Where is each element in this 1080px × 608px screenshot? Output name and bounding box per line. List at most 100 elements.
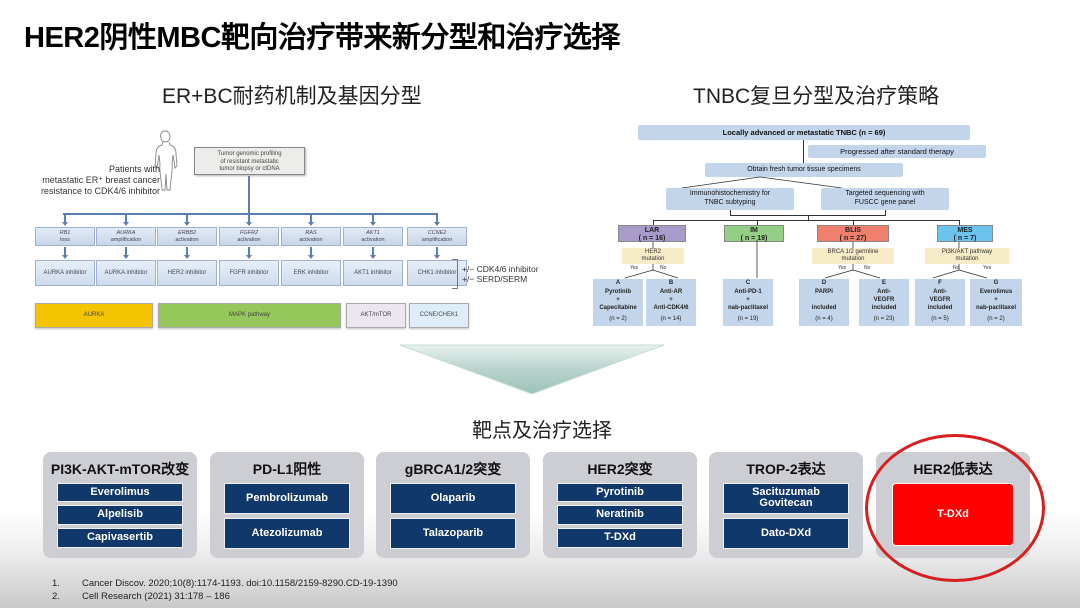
drug-button[interactable]: Neratinib: [557, 505, 683, 525]
arm-letter: A: [615, 280, 621, 286]
no-label: No: [953, 265, 960, 271]
connector-line: [248, 214, 250, 223]
connector-line: [757, 220, 758, 225]
connector-line: [653, 220, 654, 225]
connector-line: [310, 214, 312, 223]
gene-name: FGFR2: [239, 230, 259, 236]
arrow-head: [308, 255, 314, 259]
highlight-circle: [865, 434, 1045, 582]
combination-note: +/− CDK4/6 inhibitor +/− SERD/SERM: [462, 264, 539, 284]
drug-button[interactable]: Capivasertib: [57, 528, 183, 548]
arm-drug-line: [799, 296, 849, 304]
arm-drug-line: nab-paclitaxel: [727, 305, 768, 311]
woman-figure-icon: [154, 130, 178, 191]
gene-name: CCNE2: [427, 230, 447, 236]
arrow-head: [308, 222, 314, 226]
arrow-head: [123, 222, 129, 226]
connector-line: [372, 214, 374, 223]
arm-drug-line: VEGFR: [929, 297, 951, 303]
arm-drug-line: VEGFR: [873, 297, 895, 303]
arm-drug-line: +: [616, 297, 620, 303]
gene-name: ERBB2: [177, 230, 197, 236]
brca-mutation-box: BRCA 1/2 germline mutation: [812, 248, 894, 264]
drug-button[interactable]: Sacituzumab Govitecan: [723, 483, 849, 514]
connector-line: [248, 247, 250, 256]
arrow-head: [184, 222, 190, 226]
arm-drug-line: Pyrotinib: [604, 289, 631, 295]
drug-button[interactable]: Atezolizumab: [224, 518, 350, 549]
connector-line: [125, 214, 127, 223]
subtype-name: MES: [957, 227, 973, 234]
arrow-head: [434, 255, 440, 259]
arrow-head: [184, 255, 190, 259]
connector-line: [248, 176, 250, 214]
arm-drug-line: Anti-AR: [659, 289, 683, 295]
arm-drug-line: PARPi: [815, 289, 833, 295]
arm-drug-line: included: [811, 305, 837, 311]
drug-button[interactable]: Pembrolizumab: [224, 483, 350, 514]
connector-line: [372, 247, 374, 256]
pathway-aurka: AURKA: [35, 303, 153, 328]
arm-letter: B: [668, 280, 674, 286]
drug-button[interactable]: Dato-DXd: [723, 518, 849, 549]
progressed-box: Progressed after standard therapy: [808, 145, 986, 158]
subtype-count: ( n = 27): [839, 234, 867, 242]
card-title: PI3K-AKT-mTOR改变: [50, 461, 190, 477]
drug-button[interactable]: Alpelisib: [57, 505, 183, 525]
connector-line: [64, 247, 66, 256]
arm-drug-line: Anti-CDK4/6: [653, 305, 689, 311]
patients-description: Patients with metastatic ER⁺ breast canc…: [40, 164, 160, 196]
arm-count: (n = 5): [931, 316, 949, 322]
subtype-count: ( n = 16): [638, 234, 666, 242]
pathway-mapk: MAPK pathway: [158, 303, 341, 328]
arrow-head: [62, 222, 68, 226]
card-title: TROP-2表达: [746, 461, 826, 477]
arm-drug-line: Anti-: [933, 289, 947, 295]
alteration-event: amplification: [421, 237, 453, 243]
arm-drug-line: +: [669, 297, 673, 303]
drug-button[interactable]: Talazoparib: [390, 518, 516, 549]
subtype-box: MES( n = 7): [937, 225, 993, 242]
connector-line: [125, 247, 127, 256]
right-section-title: TNBC复旦分型及治疗策略: [693, 85, 940, 108]
arm-count: (n = 2): [609, 316, 627, 322]
arm-letter: D: [821, 280, 827, 286]
alteration-event: activation: [299, 237, 323, 243]
subtype-name: LAR: [644, 227, 660, 234]
inhibitor-box: CHK1 inhibitor: [407, 260, 467, 286]
arm-drug-line: Anti-PD-1: [734, 289, 762, 295]
ihc-box: Immunohistochemistry for TNBC subtyping: [666, 188, 794, 210]
arm-count: (n = 4): [815, 316, 833, 322]
down-arrow-icon: [399, 344, 665, 395]
drug-button[interactable]: Olaparib: [390, 483, 516, 514]
arm-drug-line: +: [746, 297, 750, 303]
connector-line: [436, 247, 438, 256]
split-arrows: [681, 176, 843, 189]
connector-line: [808, 215, 809, 220]
inhibitor-box: AKT1 inhibitor: [343, 260, 403, 286]
card-title: HER2突变: [587, 461, 653, 477]
gene-name: AKT1: [366, 230, 380, 236]
arm-count: (n = 19): [737, 316, 759, 322]
drug-button[interactable]: T-DXd: [557, 528, 683, 548]
drug-button[interactable]: Everolimus: [57, 483, 183, 502]
gene-name: RAS: [305, 230, 317, 236]
inhibitor-box: AURKA inhibitor: [96, 260, 156, 286]
arm-drug-line: included: [927, 305, 953, 311]
drug-button[interactable]: Pyrotinib: [557, 483, 683, 502]
arrow-head: [370, 222, 376, 226]
connector-line: [885, 210, 886, 215]
subtype-count: ( n = 19): [740, 234, 768, 242]
arm-count: (n = 23): [873, 316, 895, 322]
arm-letter: G: [993, 280, 999, 286]
pi3k-mutation-box: PI3K/AKT pathway mutation: [925, 248, 1009, 264]
